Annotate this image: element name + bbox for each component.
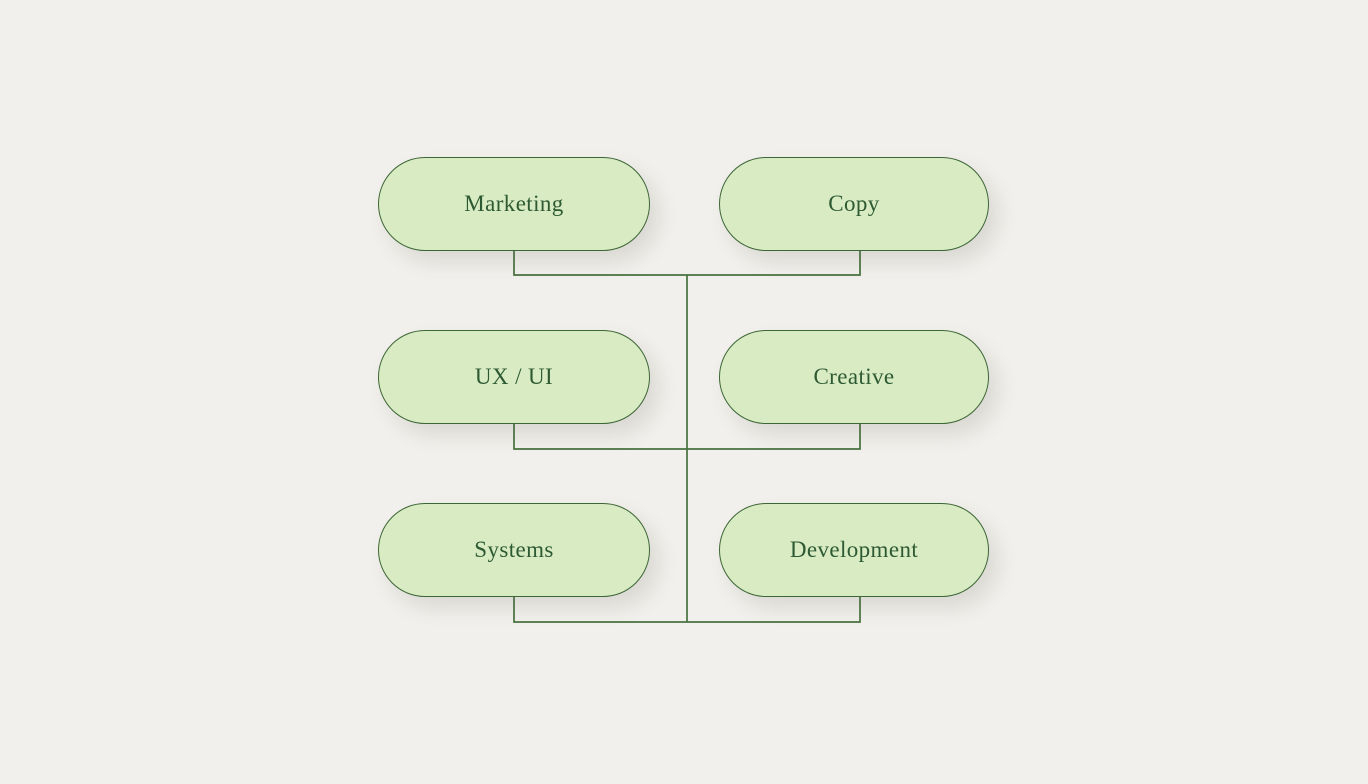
node-creative-label: Creative: [813, 364, 895, 389]
node-development[interactable]: Development: [719, 503, 989, 597]
node-development-label: Development: [789, 537, 919, 562]
node-systems[interactable]: Systems: [378, 503, 650, 597]
node-marketing-label: Marketing: [464, 191, 564, 216]
node-systems-label: Systems: [474, 537, 554, 562]
connector-bracket-row1: [513, 251, 861, 276]
node-marketing[interactable]: Marketing: [378, 157, 650, 251]
node-creative[interactable]: Creative: [719, 330, 989, 424]
node-copy-label: Copy: [828, 191, 880, 216]
node-ux-ui[interactable]: UX / UI: [378, 330, 650, 424]
node-ux-ui-label: UX / UI: [474, 364, 554, 389]
node-copy[interactable]: Copy: [719, 157, 989, 251]
